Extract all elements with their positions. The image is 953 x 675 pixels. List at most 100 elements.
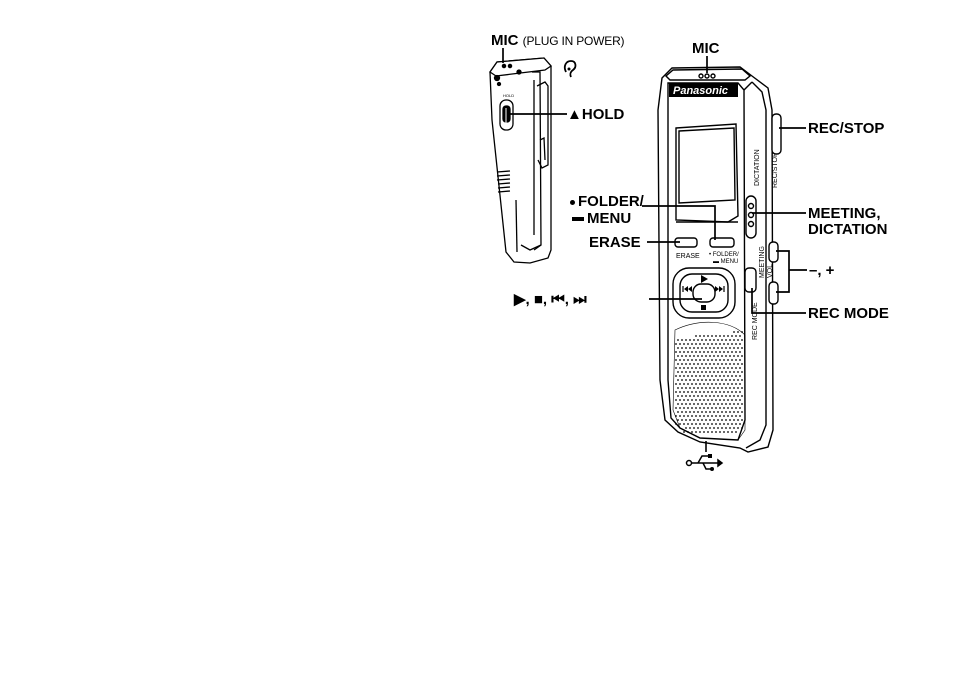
speaker-hole — [725, 379, 727, 381]
speaker-hole — [711, 359, 713, 361]
speaker-hole — [687, 399, 689, 401]
speaker-hole — [719, 423, 721, 425]
speaker-hole — [713, 347, 715, 349]
speaker-hole — [737, 427, 739, 429]
speaker-hole — [675, 407, 677, 409]
speaker-hole — [741, 355, 743, 357]
speaker-hole — [735, 415, 737, 417]
speaker-hole — [695, 359, 697, 361]
speaker-hole — [739, 407, 741, 409]
speaker-hole — [683, 359, 685, 361]
speaker-hole — [721, 339, 723, 341]
speaker-hole — [717, 363, 719, 365]
speaker-hole — [725, 427, 727, 429]
speaker-hole — [685, 403, 687, 405]
speaker-hole — [723, 335, 725, 337]
speaker-hole — [719, 359, 721, 361]
speaker-hole — [739, 343, 741, 345]
speaker-hole — [687, 359, 689, 361]
speaker-hole — [727, 351, 729, 353]
speaker-hole — [713, 379, 715, 381]
speaker-hole — [715, 431, 717, 433]
speaker-hole — [689, 371, 691, 373]
speaker-hole — [711, 335, 713, 337]
speaker-hole — [689, 395, 691, 397]
speaker-hole — [691, 407, 693, 409]
speaker-hole — [683, 431, 685, 433]
speaker-hole — [719, 335, 721, 337]
label-play-controls: ▶, ■, ⏮, ⏭ — [514, 292, 587, 308]
speaker-hole — [731, 359, 733, 361]
speaker-hole — [729, 363, 731, 365]
speaker-hole — [739, 399, 741, 401]
speaker-hole — [689, 387, 691, 389]
speaker-hole — [683, 407, 685, 409]
speaker-hole — [731, 343, 733, 345]
speaker-hole — [731, 391, 733, 393]
speaker-hole — [691, 383, 693, 385]
speaker-hole — [699, 399, 701, 401]
speaker-hole — [695, 367, 697, 369]
speaker-hole — [735, 383, 737, 385]
speaker-hole — [735, 423, 737, 425]
speaker-hole — [689, 363, 691, 365]
mic-holes — [699, 74, 715, 78]
speaker-hole — [715, 399, 717, 401]
speaker-hole — [689, 403, 691, 405]
speaker-hole — [707, 351, 709, 353]
speaker-hole — [681, 411, 683, 413]
speaker-hole — [737, 363, 739, 365]
speaker-hole — [677, 355, 679, 357]
speaker-hole — [705, 371, 707, 373]
headphone-icon — [565, 61, 576, 77]
speaker-hole — [729, 411, 731, 413]
speaker-hole — [703, 391, 705, 393]
speaker-hole — [699, 407, 701, 409]
speaker-hole — [705, 355, 707, 357]
speaker-hole — [717, 411, 719, 413]
speaker-hole — [709, 419, 711, 421]
label-minus-plus: –, + — [809, 263, 834, 279]
speaker-hole — [735, 391, 737, 393]
speaker-hole — [723, 367, 725, 369]
label-rec-stop: REC/STOP — [808, 121, 884, 137]
speaker-hole — [737, 419, 739, 421]
speaker-hole — [721, 419, 723, 421]
speaker-hole — [711, 407, 713, 409]
speaker-hole — [705, 339, 707, 341]
speaker-hole — [715, 367, 717, 369]
speaker-hole — [697, 339, 699, 341]
speaker-hole — [737, 347, 739, 349]
speaker-hole — [729, 379, 731, 381]
speaker-hole — [695, 431, 697, 433]
speaker-hole — [697, 419, 699, 421]
speaker-hole — [705, 411, 707, 413]
speaker-hole — [687, 431, 689, 433]
speaker-hole — [685, 347, 687, 349]
speaker-hole — [713, 363, 715, 365]
speaker-hole — [681, 419, 683, 421]
speaker-hole — [697, 387, 699, 389]
speaker-hole — [683, 399, 685, 401]
speaker-hole — [677, 371, 679, 373]
speaker-hole — [697, 355, 699, 357]
speaker-hole — [735, 399, 737, 401]
speaker-hole — [681, 379, 683, 381]
speaker-hole — [703, 367, 705, 369]
speaker-hole — [723, 375, 725, 377]
recorder-side-view: HOLD — [490, 58, 551, 263]
label-hold-text: HOLD — [582, 106, 625, 123]
speaker-hole — [729, 347, 731, 349]
speaker-hole — [687, 391, 689, 393]
speaker-hole — [701, 427, 703, 429]
speaker-hole — [733, 339, 735, 341]
speaker-hole — [735, 343, 737, 345]
speaker-hole — [731, 431, 733, 433]
speaker-hole — [691, 375, 693, 377]
speaker-hole — [699, 415, 701, 417]
speaker-hole — [697, 371, 699, 373]
speaker-hole — [709, 355, 711, 357]
speaker-hole — [725, 363, 727, 365]
speaker-hole — [735, 431, 737, 433]
speaker-hole — [697, 395, 699, 397]
